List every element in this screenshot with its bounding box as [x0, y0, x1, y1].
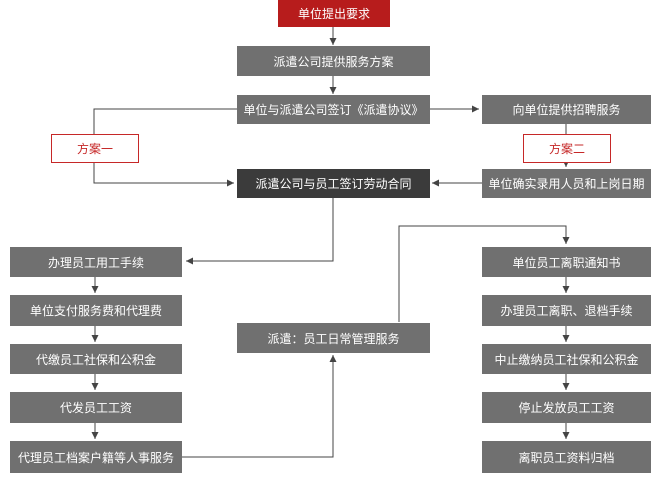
- contract-node: 派遣公司与员工签订劳动合同: [237, 169, 430, 198]
- start-node: 单位提出要求: [278, 0, 390, 27]
- arrow-daily-to-right-column: [398, 225, 570, 322]
- right-step-3: 中止缴纳员工社保和公积金: [482, 344, 651, 374]
- daily-management-node: 派遣：员工日常管理服务: [237, 323, 430, 353]
- right-step-4: 停止发放员工工资: [482, 392, 651, 423]
- left-step-5: 代理员工档案户籍等人事服务: [10, 441, 182, 473]
- agreement-node: 单位与派遣公司签订《派遣协议》: [237, 95, 430, 124]
- left-step-2: 单位支付服务费和代理费: [10, 295, 182, 326]
- confirm-node: 单位确实录用人员和上岗日期: [482, 169, 651, 198]
- right-step-5: 离职员工资料归档: [482, 441, 651, 473]
- plan-one-label: 方案一: [51, 134, 139, 163]
- plan-two-label: 方案二: [523, 134, 611, 163]
- recruit-node: 向单位提供招聘服务: [482, 95, 651, 124]
- right-step-1: 单位员工离职通知书: [482, 247, 651, 277]
- proposal-node: 派遣公司提供服务方案: [237, 46, 430, 76]
- left-step-4: 代发员工工资: [10, 392, 182, 423]
- arrow-contract-to-left-column: [186, 198, 334, 265]
- arrow-left-to-daily: [182, 355, 337, 458]
- left-step-1: 办理员工用工手续: [10, 247, 182, 277]
- right-step-2: 办理员工离职、退档手续: [482, 295, 651, 326]
- left-step-3: 代缴员工社保和公积金: [10, 344, 182, 374]
